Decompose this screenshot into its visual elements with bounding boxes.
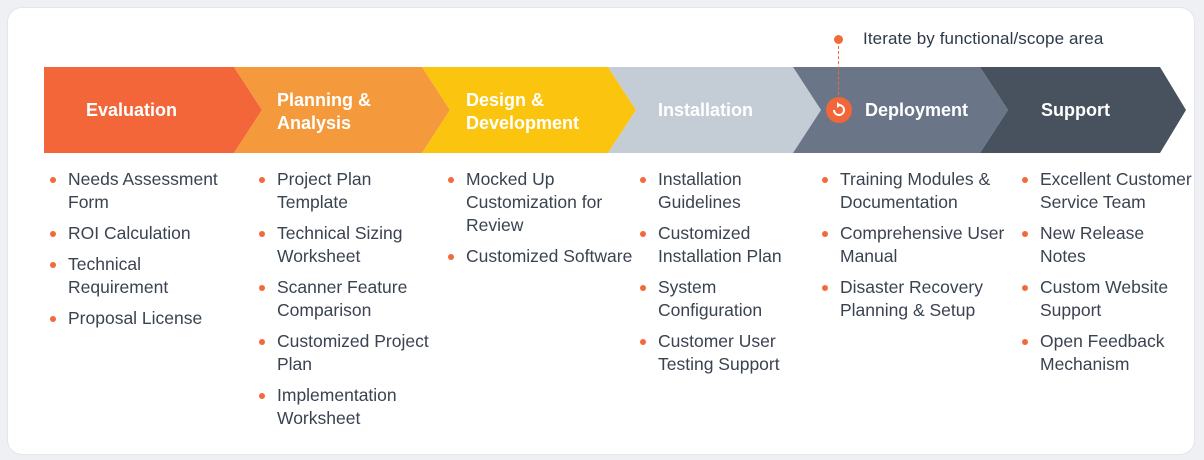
stage-chevron-installation — [608, 67, 821, 153]
column-evaluation: Needs Assessment Form ROI Calculation Te… — [48, 168, 228, 338]
column-design: Mocked Up Customization for Review Custo… — [446, 168, 636, 276]
stage-chevron-design — [422, 67, 636, 153]
list-item: ROI Calculation — [48, 222, 228, 245]
stage-chevron-evaluation — [44, 67, 262, 153]
list-item: Customized Project Plan — [257, 330, 437, 376]
list-item: System Configuration — [638, 276, 816, 322]
column-planning: Project Plan Template Technical Sizing W… — [257, 168, 437, 438]
list-item: Project Plan Template — [257, 168, 437, 214]
stage-chevron-planning — [234, 67, 450, 153]
list-item: Scanner Feature Comparison — [257, 276, 437, 322]
list-item: Implementation Worksheet — [257, 384, 437, 430]
list-item: Customized Installation Plan — [638, 222, 816, 268]
note-dot-icon — [834, 34, 843, 44]
stage-chevron-deployment — [793, 67, 1008, 153]
stage-label-support: Support — [1041, 100, 1110, 120]
iteration-note: Iterate by functional/scope area — [832, 26, 1103, 52]
iteration-connector — [838, 46, 839, 100]
stage-label-planning: Planning & Analysis — [277, 90, 371, 133]
stage-label-deployment: Deployment — [825, 96, 968, 124]
list-item: Technical Sizing Worksheet — [257, 222, 437, 268]
column-installation: Installation Guidelines Customized Insta… — [638, 168, 816, 384]
list-item: Needs Assessment Form — [48, 168, 228, 214]
list-item: Comprehensive User Manual — [820, 222, 1010, 268]
list-item: Customer User Testing Support — [638, 330, 816, 376]
list-item: Customized Software — [446, 245, 636, 268]
list-item: Disaster Recovery Planning & Setup — [820, 276, 1010, 322]
list-item: Open Feedback Mechanism — [1020, 330, 1192, 376]
stage-label-evaluation: Evaluation — [86, 100, 178, 120]
list-item: Excellent Customer Service Team — [1020, 168, 1192, 214]
list-item: Training Modules & Documentation — [820, 168, 1010, 214]
iterate-cycle-icon — [826, 97, 852, 123]
list-item: Mocked Up Customization for Review — [446, 168, 636, 237]
column-support: Excellent Customer Service Team New Rele… — [1020, 168, 1192, 384]
list-item: Proposal License — [48, 307, 228, 330]
stage-label-installation: Installation — [658, 100, 754, 120]
list-item: Technical Requirement — [48, 253, 228, 299]
stage-chevron-support — [980, 67, 1186, 153]
stage-label-design: Design & Development — [466, 90, 580, 133]
list-item: Installation Guidelines — [638, 168, 816, 214]
list-item: New Release Notes — [1020, 222, 1192, 268]
list-item: Custom Website Support — [1020, 276, 1192, 322]
column-deployment: Training Modules & Documentation Compreh… — [820, 168, 1010, 330]
iteration-note-text: Iterate by functional/scope area — [863, 29, 1104, 48]
